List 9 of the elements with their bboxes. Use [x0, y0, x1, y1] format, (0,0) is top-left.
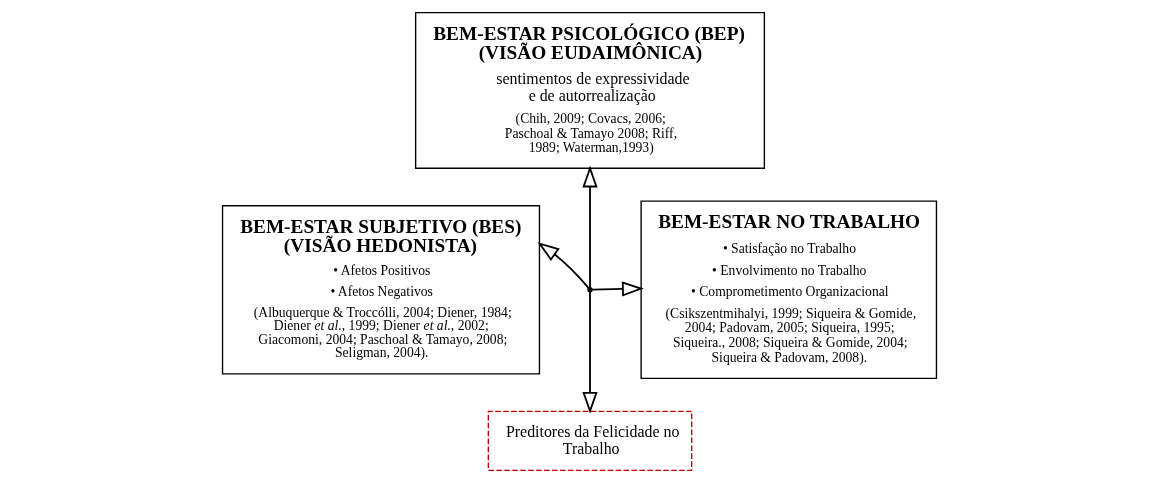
node-box: BEM-ESTAR SUBJETIVO (BES) (VISÃO HEDONISTA) • Afetos Positivos • Afetos Negativos (Albuquerque & Troccólli, 2004; Diener, 1984; Diener et al., 1999; Diener et al., 2002; Giacomoni, 2004; Paschoal & Tamayo, 2008; Seligman, 2004). [221, 205, 541, 375]
arrow [582, 165, 598, 289]
arrow [582, 290, 598, 414]
node-box: BEM-ESTAR NO TRABALHO • Satisfação no Trabalho • Envolvimento no Trabalho • Comprometimento Organizacional (Csikszentmihalyi, 1999; Siqueira & Gomide, 2004; Padovam, 2005; Siqueira, 1995; Siqueira., 2008; Siqueira & Gomide, 2004; Siqueira & Padovam, 2008). [640, 200, 938, 380]
node-box: BEM-ESTAR PSICOLÓGICO (BEP) (VISÃO EUDAIMÔNICA) sentimentos de expressividade e de autorrealização (Chih, 2009; Covacs, 2006; Paschoal & Tamayo 2008; Riff, 1989; Waterman,1993) [414, 11, 766, 169]
arrow [591, 281, 644, 297]
node-box: Preditores da Felicidade no Trabalho [487, 410, 693, 472]
arrow [537, 242, 590, 289]
node-cross [587, 287, 593, 293]
